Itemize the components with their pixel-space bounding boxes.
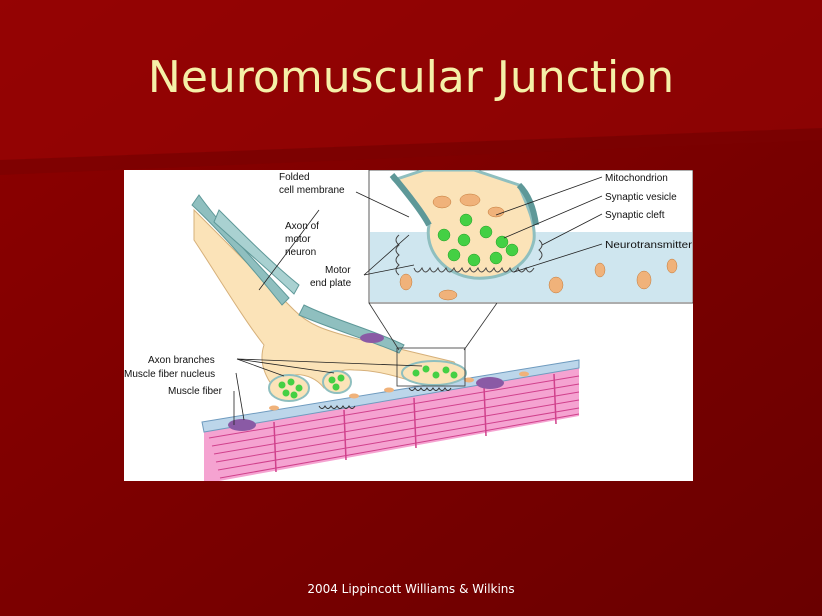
- label-axon-branches: Axon branches: [148, 355, 215, 366]
- mitochondria: [269, 371, 529, 411]
- label-axon-of-motor-neuron-3: neuron: [285, 247, 316, 258]
- label-synaptic-vesicle: Synaptic vesicle: [605, 192, 677, 203]
- neuromuscular-junction-diagram: Folded cell membrane Axon of motor neuro…: [124, 170, 693, 481]
- schwann-cell-nucleus: [360, 333, 384, 343]
- slide-footer: 2004 Lippincott Williams & Wilkins: [307, 582, 515, 596]
- muscle-fiber-nucleus: [228, 419, 256, 431]
- axon-terminal: [322, 370, 352, 394]
- label-mitochondrion: Mitochondrion: [605, 173, 668, 184]
- label-folded-cell-membrane-1: Folded: [279, 172, 310, 183]
- label-motor-end-plate-1: Motor: [325, 265, 351, 276]
- label-muscle-fiber-nucleus: Muscle fiber nucleus: [124, 369, 215, 380]
- magnified-inset: [368, 170, 693, 304]
- motor-end-plate: [408, 387, 452, 391]
- label-axon-of-motor-neuron-2: motor: [285, 234, 311, 245]
- label-synaptic-cleft: Synaptic cleft: [605, 210, 665, 221]
- axon-terminal: [268, 374, 310, 402]
- label-folded-cell-membrane-2: cell membrane: [279, 185, 345, 196]
- muscle-fiber-nucleus: [476, 377, 504, 389]
- slide-title: Neuromuscular Junction: [147, 52, 675, 103]
- label-motor-end-plate-2: end plate: [310, 278, 352, 289]
- label-axon-of-motor-neuron-1: Axon of: [285, 221, 319, 232]
- axon-terminal: [401, 360, 467, 386]
- label-muscle-fiber: Muscle fiber: [168, 386, 223, 397]
- zoom-line: [463, 302, 498, 351]
- motor-end-plate: [318, 405, 356, 409]
- zoom-region: [396, 347, 466, 387]
- myelin-sheath: [213, 209, 300, 295]
- muscle-fiber: [204, 366, 580, 481]
- zoom-line: [368, 302, 400, 351]
- leader-lines: [233, 176, 603, 425]
- label-neurotransmitter: Neurotransmitter: [605, 240, 693, 251]
